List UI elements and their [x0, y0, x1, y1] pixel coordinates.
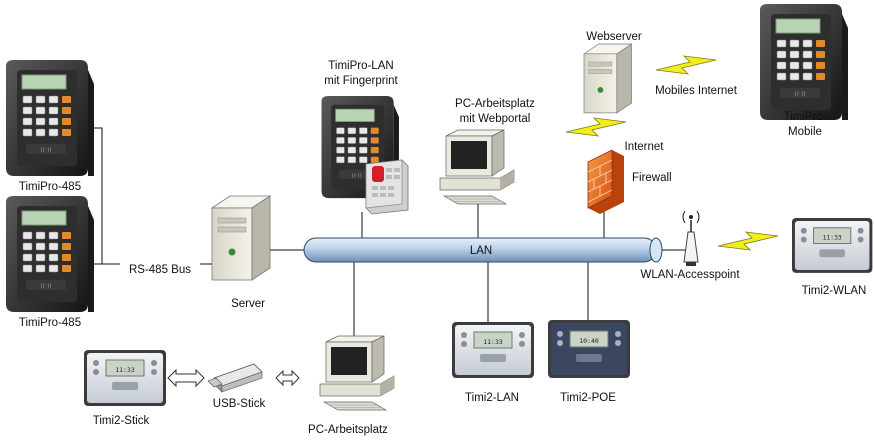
timipro-485-top-icon: [5, 59, 95, 177]
timi2-stick-label: Timi2-Stick: [92, 415, 150, 427]
timi2-lan-label: Timi2-LAN: [465, 392, 519, 404]
server-label: Server: [231, 298, 265, 310]
pc-arbeitsplatz-icon: [319, 335, 395, 411]
rs485-bus-label: RS-485 Bus: [128, 264, 191, 276]
webserver-label: Webserver: [586, 31, 642, 43]
double-arrow-icon: [167, 368, 205, 388]
timi2-lan-icon: [451, 321, 535, 379]
timipro-485-bottom-label: TimiPro-485: [18, 317, 82, 329]
pc-arbeitsplatz-label: PC-Arbeitsplatz: [308, 424, 388, 436]
antenna-icon: [682, 210, 700, 266]
wlan-accesspoint-label: WLAN-Accesspoint: [640, 269, 740, 281]
timipro-mobile-label: TimiPro- Mobile: [783, 111, 827, 138]
timipro-485-bottom-icon: [5, 195, 95, 313]
internet-lightning-icon: [565, 117, 627, 137]
timi2-wlan-icon: [791, 217, 873, 274]
connection-lines: [92, 127, 686, 338]
webserver-tower-icon: [583, 43, 632, 114]
double-arrow-icon: [275, 369, 300, 387]
timi2-poe-label: Timi2-POE: [560, 392, 616, 404]
timipro-mobile-icon: [759, 3, 849, 121]
mobiles-internet-lightning-icon: [655, 55, 717, 75]
lan-label: LAN: [470, 245, 492, 257]
usb-stick-icon: [207, 363, 263, 393]
timi2-wlan-label: Timi2-WLAN: [801, 285, 867, 297]
pc-webportal-icon: [439, 129, 515, 205]
timipro-lan-label: TimiPro-LAN mit Fingerprint: [324, 60, 398, 87]
internet-label: Internet: [624, 141, 664, 153]
svg-text:10:40: 10:40: [579, 337, 599, 345]
firewall-brick-icon: [587, 149, 624, 214]
fingerprint-terminal-icon: [321, 95, 409, 215]
usb-stick-label: USB-Stick: [212, 398, 266, 410]
pc-webportal-label: PC-Arbeitsplatz mit Webportal: [455, 98, 535, 125]
timi2-poe-icon: 10:40: [548, 320, 630, 378]
lan-bus: [303, 237, 663, 263]
timi2-stick-icon: [83, 349, 167, 407]
firewall-label: Firewall: [632, 172, 672, 184]
timipro-485-top-label: TimiPro-485: [18, 181, 82, 193]
wlan-lightning-icon: [717, 231, 779, 251]
server-tower-icon: [211, 195, 271, 281]
mobiles-internet-label: Mobiles Internet: [655, 85, 737, 97]
